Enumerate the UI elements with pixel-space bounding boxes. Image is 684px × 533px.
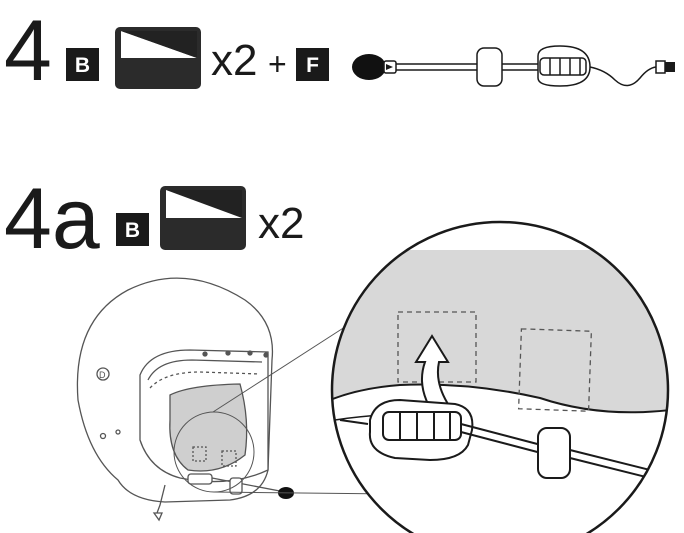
- zoom-detail-circle: [330, 220, 670, 533]
- step-4-plus: +: [268, 46, 287, 82]
- step-4a-number: 4a: [4, 171, 100, 267]
- step-4-badge-b: B: [66, 48, 99, 81]
- step-4-row: 4 B x2 + F: [4, 3, 675, 99]
- step-4-badge-f: F: [296, 48, 329, 81]
- step-4-adhesive-pad-icon: [115, 27, 201, 89]
- step-4a-row: 4a B x2: [4, 171, 304, 267]
- badge-f-letter: F: [306, 54, 319, 77]
- step-4a-adhesive-pad-icon: [160, 186, 246, 250]
- step-4a-quantity: x2: [258, 199, 304, 248]
- step-4-number: 4: [4, 3, 52, 99]
- badge-b-letter: B: [75, 54, 90, 77]
- step-4-quantity: x2: [211, 36, 257, 85]
- boom-microphone-icon: [352, 45, 675, 87]
- step-4a-badge-b: B: [116, 213, 149, 246]
- badge-b-letter: B: [125, 219, 140, 242]
- zoom-callout-lines: [173, 324, 396, 495]
- helmet-illustration: D: [76, 277, 294, 522]
- svg-text:D: D: [99, 370, 106, 380]
